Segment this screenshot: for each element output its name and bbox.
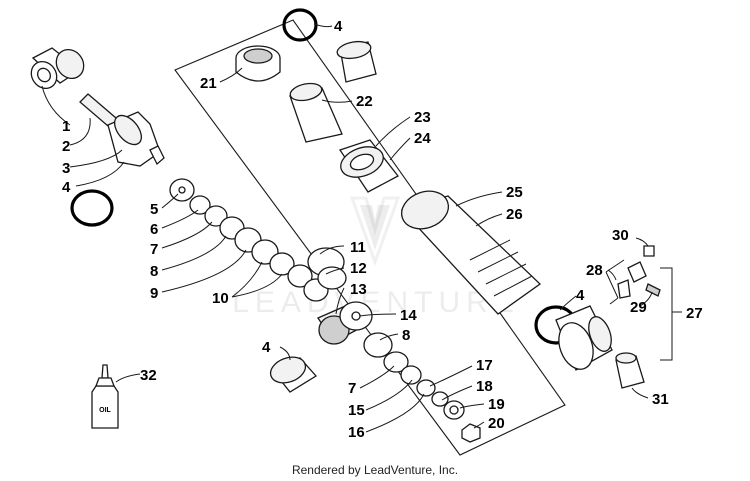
callout-20: 20 [488,415,505,432]
callout-24: 24 [414,130,431,147]
leader-lines [41,23,653,433]
part-bushing [289,82,343,143]
footer-credit: Rendered by LeadVenture, Inc. [292,463,458,477]
callout-25: 25 [506,184,523,201]
part-piston [307,247,373,345]
part-adjuster-ring [338,139,399,193]
part-band-top [336,40,377,83]
callout-13: 13 [350,281,367,298]
oring-4a [70,189,114,227]
callout-19: 19 [488,396,505,413]
callout-6: 6 [150,221,158,238]
callout-numbers: 1 2 3 4 5 6 7 8 9 10 11 12 13 14 8 4 7 1… [62,18,703,441]
callout-29: 29 [630,299,647,316]
callout-10: 10 [212,290,229,307]
callout-30: 30 [612,227,629,244]
part-nut [461,423,481,443]
part-lower-housing [555,305,613,371]
part-seal-head [235,45,281,82]
callout-7b: 7 [348,380,356,397]
callout-2: 2 [62,138,70,155]
callout-3: 3 [62,160,70,177]
part-cap [30,47,85,90]
oil-label: OIL [99,407,111,414]
oil-bottle: OIL [91,364,119,429]
callout-17: 17 [476,357,493,374]
callout-4-right: 4 [576,287,585,304]
watermark: LEADVENTURE [232,196,520,319]
callout-27: 27 [686,305,703,322]
part-shock-body [400,190,542,315]
washer-stack [169,178,329,302]
part-valve [605,245,661,305]
callout-11: 11 [350,239,366,256]
callout-8: 8 [150,263,158,280]
oring-4b [282,8,318,42]
callout-9: 9 [150,285,158,302]
lower-washer-stack [363,332,465,420]
callout-14: 14 [400,307,417,324]
part-bushing-lower [615,352,645,389]
callout-28: 28 [586,262,603,279]
callout-15: 15 [348,402,365,419]
callout-16: 16 [348,424,365,441]
callout-8b: 8 [402,327,410,344]
callout-4-top: 4 [334,18,343,35]
callout-21: 21 [200,75,217,92]
callout-4: 4 [62,179,71,196]
callout-22: 22 [356,93,373,110]
callout-32: 32 [140,367,157,384]
callout-1: 1 [62,118,70,135]
callout-31: 31 [652,391,669,408]
callout-26: 26 [506,206,523,223]
bracket-27 [660,267,682,361]
callout-7: 7 [150,241,158,258]
callout-4-band: 4 [262,339,271,356]
callout-12: 12 [350,260,367,277]
callout-5: 5 [150,201,158,218]
part-band-lower [269,356,318,393]
callout-18: 18 [476,378,493,395]
callout-23: 23 [414,109,431,126]
watermark-text: LEADVENTURE [232,286,520,319]
part-shaft-eyelet [79,93,165,167]
